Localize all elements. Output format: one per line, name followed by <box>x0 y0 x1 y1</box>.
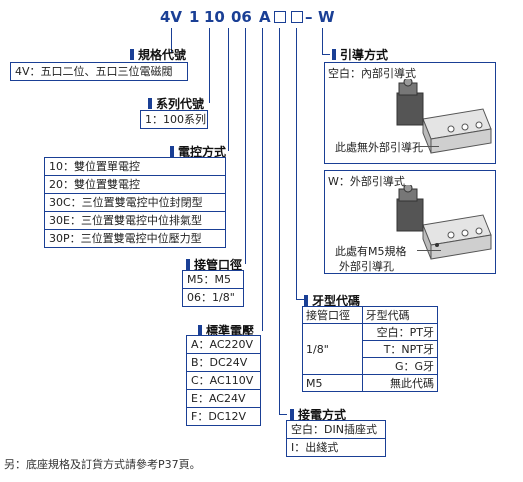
code-box-2 <box>291 11 303 23</box>
voltage-panel: A：AC220V B：DC24V C：AC110V E：AC24V F：DC12… <box>186 335 261 426</box>
thread-option-cell: G：G牙 <box>361 357 439 375</box>
code-voltage: A <box>259 8 271 26</box>
connector-control <box>228 28 229 151</box>
spec-code-row: 4V：五口二位、五口三位電磁閥 <box>15 65 173 78</box>
voltage-row: A：AC220V <box>187 336 260 354</box>
lead-internal-pointer <box>415 146 439 147</box>
series-code-row: 1：100系列 <box>145 113 206 126</box>
control-method-row: 10：雙位置單電控 <box>45 158 225 176</box>
port-size-panel: M5：M5 06：1/8" <box>182 270 244 307</box>
lead-method-title: 引導方式 <box>332 46 388 63</box>
port-size-row: 06：1/8" <box>187 291 235 304</box>
wiring-title: 接電方式 <box>290 406 346 423</box>
control-method-panel: 10：雙位置單電控 20：雙位置雙電控 30C：三位置雙電控中位封閉型 30E：… <box>44 157 226 248</box>
wiring-panel: 空白：DIN插座式 I：出綫式 <box>286 420 386 457</box>
code-dash: – <box>305 8 313 26</box>
series-code-panel: 1：100系列 <box>140 110 208 129</box>
lead-internal-label: 空白：內部引導式 <box>328 67 416 80</box>
code-control: 10 <box>204 8 225 26</box>
control-method-row: 20：雙位置雙電控 <box>45 176 225 194</box>
port-size-row: M5：M5 <box>183 271 243 289</box>
lead-external-panel: W：外部引導式 此處有M5規格 外部引導孔 <box>324 170 496 274</box>
code-port: 06 <box>231 8 252 26</box>
spec-code-panel: 4V：五口二位、五口三位電磁閥 <box>10 62 188 81</box>
code-box-1 <box>274 11 286 23</box>
thread-size-cell: M5 <box>302 374 363 392</box>
spec-code-title: 規格代號 <box>130 46 186 63</box>
control-method-title: 電控方式 <box>170 143 226 160</box>
code-prefix: 4V <box>160 8 183 26</box>
connector-spec <box>171 28 172 53</box>
voltage-title: 標準電壓 <box>198 322 254 339</box>
lead-external-label: W：外部引導式 <box>328 175 405 188</box>
connector-lead-h <box>322 54 330 55</box>
port-size-title: 接管口徑 <box>186 256 242 273</box>
thread-header-cell: 牙型代碼 <box>361 306 439 324</box>
connector-lead <box>322 28 323 54</box>
connector-port <box>245 28 246 264</box>
thread-row: M5 無此代碼 <box>302 374 439 392</box>
control-method-row: 30E：三位置雙電控中位排氣型 <box>45 212 225 230</box>
lead-internal-panel: 空白：內部引導式 此處無外部引導孔 <box>324 62 496 164</box>
control-method-row: 30P：三位置雙電控中位壓力型 <box>49 232 202 245</box>
thread-option-cell: T：NPT牙 <box>361 340 439 358</box>
thread-size-cell: 1/8" <box>302 323 363 375</box>
connector-voltage <box>262 28 263 331</box>
thread-header-row: 接管口徑 牙型代碼 <box>302 306 439 324</box>
thread-row: 1/8" 空白：PT牙 <box>302 323 439 375</box>
thread-header-cell: 接管口徑 <box>302 306 363 324</box>
model-code: 4V 1 10 06 A – W <box>160 8 370 30</box>
connector-wiring-h <box>279 414 287 415</box>
connector-series <box>209 28 210 103</box>
series-code-title: 系列代號 <box>148 95 204 112</box>
voltage-row: E：AC24V <box>187 390 260 408</box>
valve-internal-illustration <box>396 79 492 154</box>
thread-option-cell: 空白：PT牙 <box>361 323 439 341</box>
thread-code-table: 接管口徑 牙型代碼 1/8" 空白：PT牙 T：NPT牙 G：G牙 M5 無此代… <box>302 306 439 392</box>
control-method-row: 30C：三位置雙電控中位封閉型 <box>45 194 225 212</box>
lead-internal-note: 此處無外部引導孔 <box>335 141 423 154</box>
valve-external-illustration <box>396 185 492 260</box>
lead-external-note-2: 外部引導孔 <box>339 260 394 273</box>
code-series: 1 <box>189 8 200 26</box>
wiring-row: 空白：DIN插座式 <box>287 421 385 439</box>
lead-external-pointer <box>417 250 441 251</box>
voltage-row: B：DC24V <box>187 354 260 372</box>
connector-thread-h <box>296 299 304 300</box>
thread-code-title: 牙型代碼 <box>304 292 360 309</box>
wiring-row: I：出綫式 <box>291 441 339 454</box>
connector-wiring <box>279 28 280 414</box>
connector-thread <box>296 28 297 299</box>
thread-option-cell: 無此代碼 <box>361 374 439 392</box>
code-suffix: W <box>318 8 335 26</box>
voltage-row: F：DC12V <box>191 410 246 423</box>
lead-external-note-1: 此處有M5規格 <box>335 245 407 258</box>
voltage-row: C：AC110V <box>187 372 260 390</box>
footer-note: 另：底座規格及訂貨方式請參考P37頁。 <box>4 458 201 471</box>
